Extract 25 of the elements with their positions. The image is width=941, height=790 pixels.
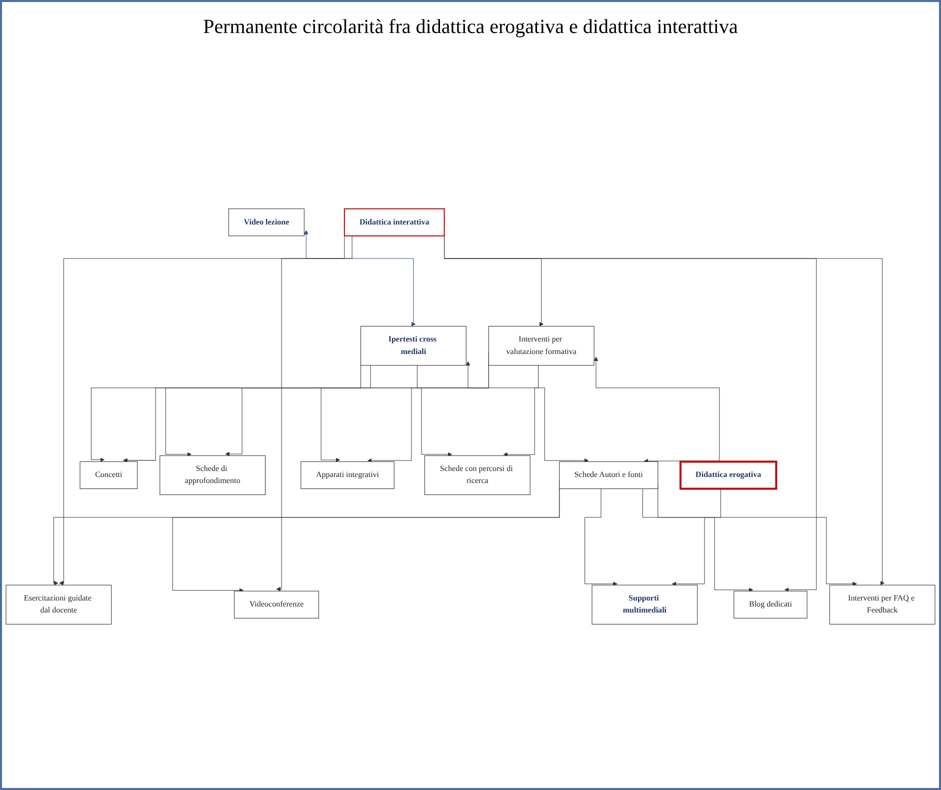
arrow bbox=[503, 365, 538, 457]
node-box: Blog dedicati bbox=[734, 590, 808, 618]
node-box: Esercitazioni guidate dal docente bbox=[6, 584, 112, 624]
node-box: Didattica erogativa bbox=[680, 460, 778, 490]
node-box: Interventi per FAQ e Feedback bbox=[829, 584, 936, 624]
arrow bbox=[276, 236, 352, 592]
node-box: Ipertesti cross mediali bbox=[360, 326, 466, 366]
node-box: Schede di approfondimento bbox=[160, 455, 266, 496]
node-box: Schede Autori e fonti bbox=[559, 461, 658, 489]
node-box: Videoconferenze bbox=[234, 590, 320, 618]
arrow bbox=[672, 488, 721, 586]
arrow bbox=[368, 362, 489, 463]
node-box: Supporti multimediali bbox=[592, 584, 698, 624]
diagram-title: Permanente circolarità fra didattica erogativa e didattica interattiva bbox=[203, 16, 738, 39]
node-box: Didattica interattiva bbox=[344, 208, 445, 236]
arrow bbox=[642, 488, 754, 592]
arrow bbox=[584, 488, 618, 586]
node-box: Schede con percorsi di ricerca bbox=[424, 455, 530, 496]
arrow bbox=[416, 365, 452, 457]
arrow bbox=[466, 361, 589, 463]
arrow bbox=[320, 365, 371, 462]
node-box: Video lezione bbox=[228, 208, 304, 236]
node-box: Interventi per valutazione formativa bbox=[488, 326, 594, 366]
node-box: Concetti bbox=[80, 461, 138, 489]
node-box: Apparati integrativi bbox=[300, 461, 394, 489]
